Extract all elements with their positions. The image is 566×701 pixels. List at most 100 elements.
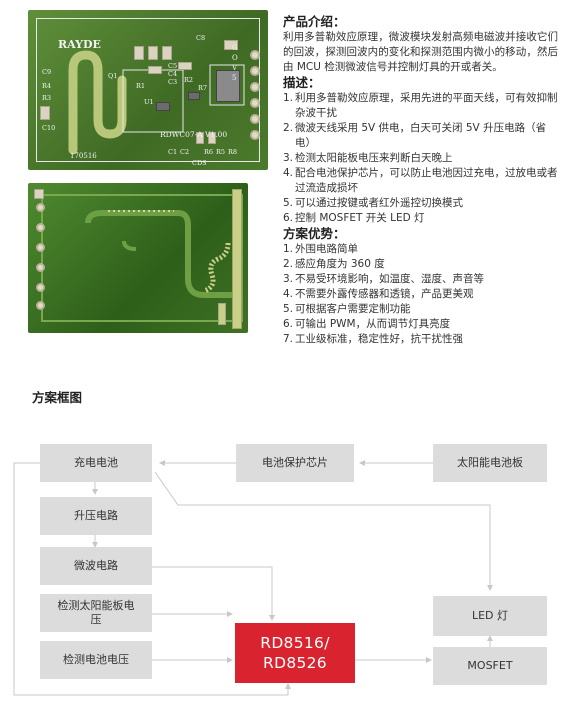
board-outline: [36, 18, 260, 162]
detect-solar-voltage-box: 检测太阳能板电压: [40, 594, 152, 632]
board-brand: RAYDE: [58, 38, 101, 51]
pad: [218, 303, 226, 325]
pcb-top-photo: RAYDE G O V 5 RDWC07-A V1.00 170516 C8 C…: [28, 10, 268, 170]
charge-battery-box: 充电电池: [40, 444, 152, 482]
adv-title: 方案优势：: [283, 226, 346, 241]
list-num: 3.: [283, 273, 294, 285]
pad: [148, 46, 158, 60]
pin-pad: [250, 130, 260, 140]
part-cds: CDS: [192, 159, 207, 167]
pin-label-o: O: [232, 54, 238, 62]
product-text-column: 产品介绍： 利用多普勒效应原理，微波模块发射高频电磁波并接收它们的回波，探测回波…: [283, 14, 558, 347]
pin-label-5: 5: [232, 74, 237, 82]
list-text: 利用多普勒效应原理，采用先进的平面天线，可有效抑制杂波干扰: [295, 92, 558, 119]
pad: [208, 132, 216, 144]
list-item: 1.外围电路简单: [283, 242, 558, 257]
list-num: 1.: [283, 92, 294, 104]
pin-pad: [250, 50, 260, 60]
list-item: 4.配合电池保护芯片，可以防止电池因过充电，过放电或者过流造成损坏: [283, 166, 558, 196]
list-num: 6.: [283, 212, 294, 224]
list-num: 5.: [283, 303, 294, 315]
board-serial: 170516: [70, 152, 97, 160]
list-num: 7.: [283, 333, 294, 345]
part-r5: R5: [216, 148, 226, 156]
part-c1: C1: [168, 148, 178, 156]
part-c4: C4: [168, 70, 178, 78]
desc-list: 1.利用多普勒效应原理，采用先进的平面天线，可有效抑制杂波干扰 2.微波天线采用…: [283, 91, 558, 226]
part-u1: U1: [144, 98, 154, 106]
part-r1: R1: [136, 82, 146, 90]
part-c8: C8: [196, 34, 206, 42]
list-text: 可以通过按键或者红外遥控切换模式: [295, 197, 463, 209]
list-num: 3.: [283, 152, 294, 164]
list-text: 配合电池保护芯片，可以防止电池因过充电，过放电或者过流造成损坏: [295, 167, 558, 194]
pad: [224, 40, 238, 50]
list-num: 6.: [283, 318, 294, 330]
battery-protect-box: 电池保护芯片: [236, 444, 354, 482]
desc-title: 描述：: [283, 75, 321, 90]
pcb-bottom-photo: [28, 183, 248, 333]
list-text: 控制 MOSFET 开关 LED 灯: [295, 212, 425, 224]
pin-pad: [36, 223, 45, 232]
board-model: RDWC07-A V1.00: [160, 130, 228, 139]
intro-text: 利用多普勒效应原理，微波模块发射高频电磁波并接收它们的回波，探测回波内的变化和探…: [283, 31, 558, 73]
pad: [196, 132, 204, 144]
list-item: 5.可以通过按键或者红外遥控切换模式: [283, 196, 558, 211]
pin-label-g: G: [232, 44, 238, 52]
mcu-chip: [216, 70, 240, 102]
mcu-box: RD8516/ RD8526: [235, 623, 355, 683]
list-num: 4.: [283, 288, 294, 300]
list-num: 2.: [283, 122, 294, 134]
list-item: 2.微波天线采用 5V 供电，白天可关闭 5V 升压电路（省电）: [283, 121, 558, 151]
list-text: 可根据客户需要定制功能: [295, 303, 411, 315]
boost-circuit-box: 升压电路: [40, 497, 152, 535]
list-item: 7.工业级标准，稳定性好，抗干扰性强: [283, 332, 558, 347]
arrow-battery-to-led: [154, 471, 493, 591]
part-c9: C9: [42, 68, 52, 76]
mcu-label-line1: RD8516/: [260, 634, 330, 652]
transistor-q1: [188, 92, 200, 100]
part-c10: C10: [42, 124, 56, 132]
part-r3: R3: [42, 94, 52, 102]
list-item: 1.利用多普勒效应原理，采用先进的平面天线，可有效抑制杂波干扰: [283, 91, 558, 121]
pin-pad: [250, 98, 260, 108]
pad: [134, 46, 144, 60]
pin-pad: [36, 283, 45, 292]
part-r2: R2: [184, 76, 194, 84]
part-r6: R6: [204, 148, 214, 156]
pin-pad: [36, 301, 45, 310]
list-item: 3.不易受环境影响，如温度、湿度、声音等: [283, 272, 558, 287]
pad: [40, 106, 50, 120]
part-q1: Q1: [108, 72, 118, 80]
bottom-traces: [41, 194, 243, 322]
list-num: 1.: [283, 243, 294, 255]
pin-pad: [36, 203, 45, 212]
adv-list: 1.外围电路简单 2.感应角度为 360 度 3.不易受环境影响，如温度、湿度、…: [283, 242, 558, 347]
u1-chip: [156, 102, 170, 111]
mosfet-box: MOSFET: [433, 647, 547, 685]
pin-pad: [250, 66, 260, 76]
pin-pad: [250, 82, 260, 92]
led-lamp-box: LED 灯: [433, 596, 547, 636]
list-text: 工业级标准，稳定性好，抗干扰性强: [295, 333, 463, 345]
pad: [148, 66, 162, 74]
pin-pad: [36, 243, 45, 252]
list-num: 2.: [283, 258, 294, 270]
part-c5: C5: [168, 62, 178, 70]
part-r7: R7: [198, 84, 208, 92]
part-r8: R8: [228, 148, 238, 156]
list-item: 6.可输出 PWM，从而调节灯具亮度: [283, 317, 558, 332]
pad: [34, 189, 44, 199]
list-text: 微波天线采用 5V 供电，白天可关闭 5V 升压电路（省电）: [295, 122, 547, 149]
solar-panel-box: 太阳能电池板: [433, 444, 547, 482]
part-c2: C2: [180, 148, 190, 156]
part-c3: C3: [168, 78, 178, 86]
edge-strip: [232, 189, 242, 329]
microwave-circuit-box: 微波电路: [40, 547, 152, 585]
diagram-heading: 方案框图: [32, 390, 83, 405]
pin-pad: [250, 114, 260, 124]
intro-title: 产品介绍：: [283, 14, 346, 29]
list-text: 不需要外露传感器和透镜，产品更美观: [295, 288, 474, 300]
list-text: 感应角度为 360 度: [295, 258, 385, 270]
